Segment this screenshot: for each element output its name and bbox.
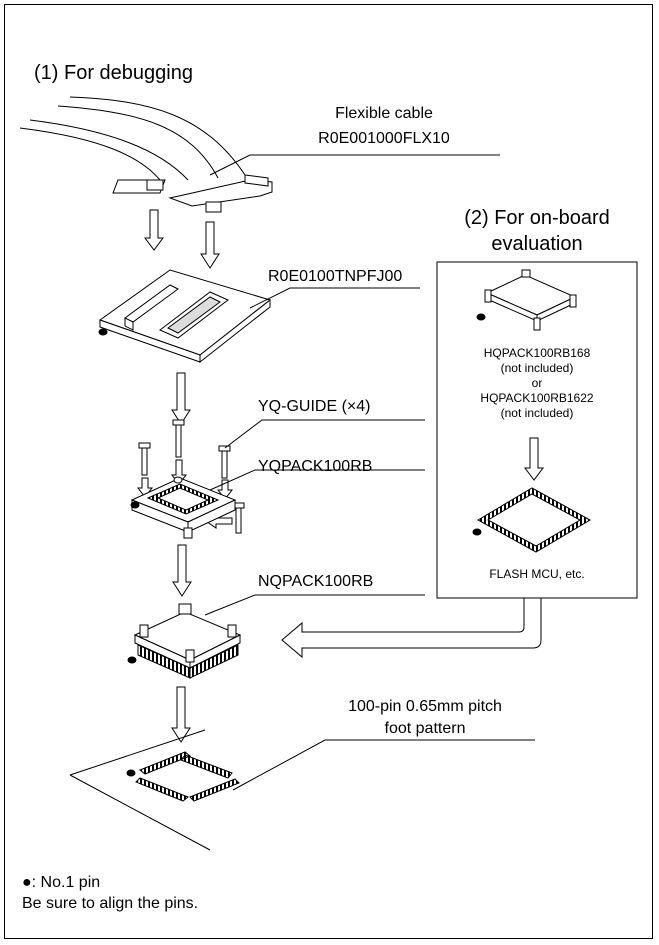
adapter-board-drawing (98, 269, 272, 364)
hqpack-1622-note: (not included) (500, 406, 574, 420)
hqpack-drawing (476, 269, 577, 331)
adapter-label: R0E0100TNPFJ00 (268, 268, 403, 285)
debugging-title: (1) For debugging (34, 62, 193, 84)
flexible-cable-label: Flexible cable (335, 105, 433, 122)
nqpack-drawing (127, 603, 242, 679)
hqpack-168-note: (not included) (500, 361, 574, 375)
yqpack-drawing (130, 476, 237, 539)
hqpack-or: or (531, 376, 543, 390)
hqpack-168-label: HQPACK100RB168 (483, 346, 591, 360)
arrow-adapter-to-yqpack (171, 372, 191, 425)
flash-mcu-drawing (472, 487, 592, 553)
arrow-cable-to-adapter (144, 209, 220, 269)
hqpack-1622-label: HQPACK100RB1622 (480, 391, 594, 405)
flash-mcu-label: FLASH MCU, etc. (489, 567, 585, 581)
flexible-cable-drawing (19, 96, 273, 213)
foot-pattern-drawing (69, 729, 240, 851)
onboard-title-line1: (2) For on-board (464, 207, 610, 229)
arrow-nqpack-to-foot (171, 686, 191, 743)
yq-guide-label: YQ-GUIDE (×4) (258, 398, 371, 415)
foot-pattern-label-line2: foot pattern (384, 720, 466, 737)
leader-lines (204, 154, 535, 791)
nqpack-label: NQPACK100RB (258, 573, 374, 590)
flexible-cable-part: R0E001000FLX10 (318, 130, 450, 147)
pin1-legend: ●: No.1 pin (22, 874, 101, 891)
yqpack-label: YQPACK100RB (258, 458, 373, 475)
arrow-yqpack-to-nqpack (172, 544, 192, 597)
onboard-title-line2: evaluation (491, 233, 583, 255)
arrow-hqpack-to-mcu (524, 437, 544, 481)
foot-pattern-label-line1: 100-pin 0.65mm pitch (348, 698, 502, 715)
figure-frame (4, 4, 653, 939)
yq-guide-screws (138, 419, 245, 534)
align-note: Be sure to align the pins. (22, 895, 199, 912)
arrow-onboard-to-nqpack (281, 597, 542, 659)
